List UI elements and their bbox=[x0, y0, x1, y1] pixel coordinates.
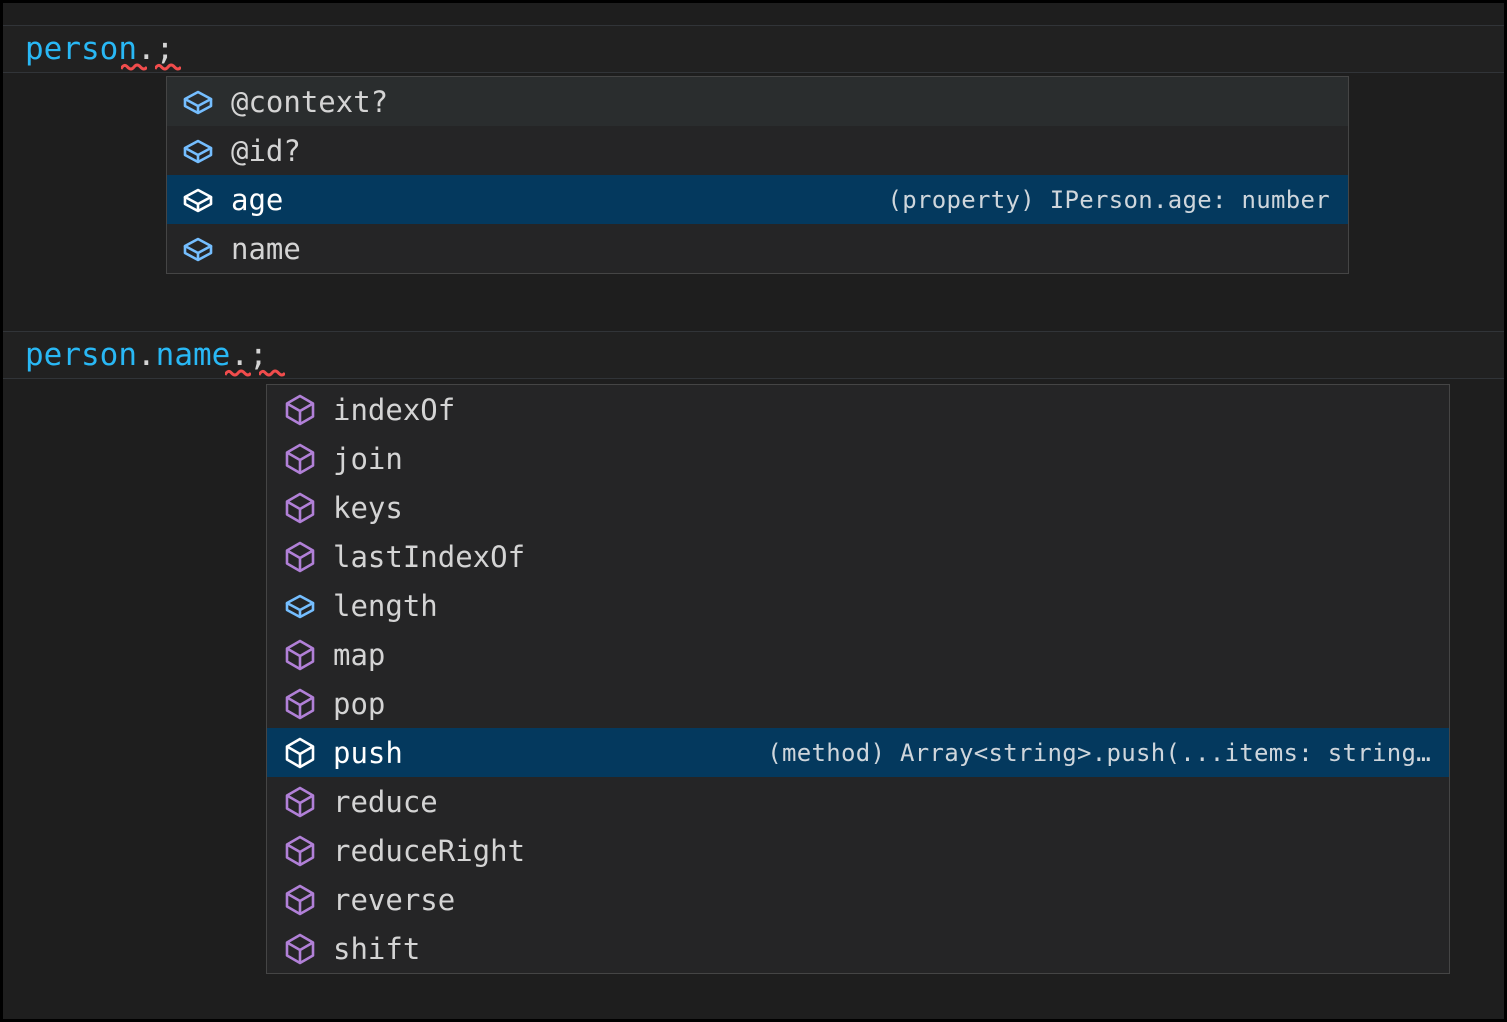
token-punctuation-3: . bbox=[230, 337, 249, 373]
method-cube-icon bbox=[281, 930, 319, 968]
method-cube-icon bbox=[281, 440, 319, 478]
suggest-item-label: shift bbox=[333, 931, 421, 966]
suggest-item-detail: (method) Array<string>.push(...items: st… bbox=[767, 738, 1431, 767]
property-cube-icon bbox=[179, 230, 217, 268]
suggest-item-indexof[interactable]: indexOf bbox=[267, 385, 1449, 434]
suggest-item-join[interactable]: join bbox=[267, 434, 1449, 483]
suggest-item-pop[interactable]: pop bbox=[267, 679, 1449, 728]
code-line-person-name[interactable]: person.name.; bbox=[3, 331, 1504, 379]
method-cube-icon bbox=[281, 685, 319, 723]
suggest-item-reverse[interactable]: reverse bbox=[267, 875, 1449, 924]
suggest-item-label: name bbox=[231, 231, 301, 266]
suggest-item-id[interactable]: @id? bbox=[167, 126, 1348, 175]
suggest-item-label: @context? bbox=[231, 84, 389, 119]
token-punctuation-1: . bbox=[136, 31, 156, 67]
suggest-widget-name[interactable]: indexOf join keys lastIndexOf length map pop pu… bbox=[266, 384, 1450, 974]
suggest-item-label: length bbox=[333, 588, 438, 623]
suggest-widget-person[interactable]: @context? @id? age (property) IPerson.age: … bbox=[166, 76, 1349, 274]
suggest-item-age[interactable]: age (property) IPerson.age: number bbox=[167, 175, 1348, 224]
code-line-person-name-text: person.name.; bbox=[25, 337, 268, 373]
suggest-item-label: pop bbox=[333, 686, 386, 721]
property-cube-icon bbox=[281, 587, 319, 625]
suggest-item-shift[interactable]: shift bbox=[267, 924, 1449, 973]
suggest-item-detail: (property) IPerson.age: number bbox=[887, 185, 1330, 214]
method-cube-icon bbox=[281, 538, 319, 576]
method-cube-icon bbox=[281, 636, 319, 674]
property-cube-icon bbox=[179, 132, 217, 170]
suggest-item-label: join bbox=[333, 441, 403, 476]
code-line-person[interactable]: person.; bbox=[3, 25, 1504, 73]
token-punctuation-1: . bbox=[136, 337, 156, 373]
property-cube-icon bbox=[179, 181, 217, 219]
property-cube-icon bbox=[179, 83, 217, 121]
method-cube-icon bbox=[281, 832, 319, 870]
suggest-item-label: reduce bbox=[333, 784, 438, 819]
suggest-item-label: reverse bbox=[333, 882, 456, 917]
suggest-item-name[interactable]: name bbox=[167, 224, 1348, 273]
suggest-item-length[interactable]: length bbox=[267, 581, 1449, 630]
suggest-item-label: push bbox=[333, 735, 403, 770]
suggest-item-reduce[interactable]: reduce bbox=[267, 777, 1449, 826]
token-identifier-0: person bbox=[25, 337, 137, 373]
suggest-item-label: reduceRight bbox=[333, 833, 526, 868]
suggest-item-label: indexOf bbox=[333, 392, 456, 427]
suggest-item-label: keys bbox=[333, 490, 403, 525]
suggest-item-label: map bbox=[333, 637, 386, 672]
suggest-item-push[interactable]: push (method) Array<string>.push(...items… bbox=[267, 728, 1449, 777]
suggest-item-label: @id? bbox=[231, 133, 301, 168]
code-line-person-text: person.; bbox=[25, 31, 174, 67]
method-cube-icon bbox=[281, 881, 319, 919]
suggest-item-label: age bbox=[231, 182, 284, 217]
suggest-item-lastindexof[interactable]: lastIndexOf bbox=[267, 532, 1449, 581]
suggest-item-reduceright[interactable]: reduceRight bbox=[267, 826, 1449, 875]
token-identifier-2: name bbox=[155, 337, 231, 373]
suggest-item-label: lastIndexOf bbox=[333, 539, 526, 574]
method-cube-icon bbox=[281, 489, 319, 527]
method-cube-icon bbox=[281, 734, 319, 772]
method-cube-icon bbox=[281, 391, 319, 429]
method-cube-icon bbox=[281, 783, 319, 821]
token-identifier-0: person bbox=[25, 31, 137, 67]
token-punctuation-4: ; bbox=[248, 337, 268, 373]
suggest-item-map[interactable]: map bbox=[267, 630, 1449, 679]
suggest-item-context[interactable]: @context? bbox=[167, 77, 1348, 126]
token-punctuation-2: ; bbox=[155, 31, 175, 67]
suggest-item-keys[interactable]: keys bbox=[267, 483, 1449, 532]
